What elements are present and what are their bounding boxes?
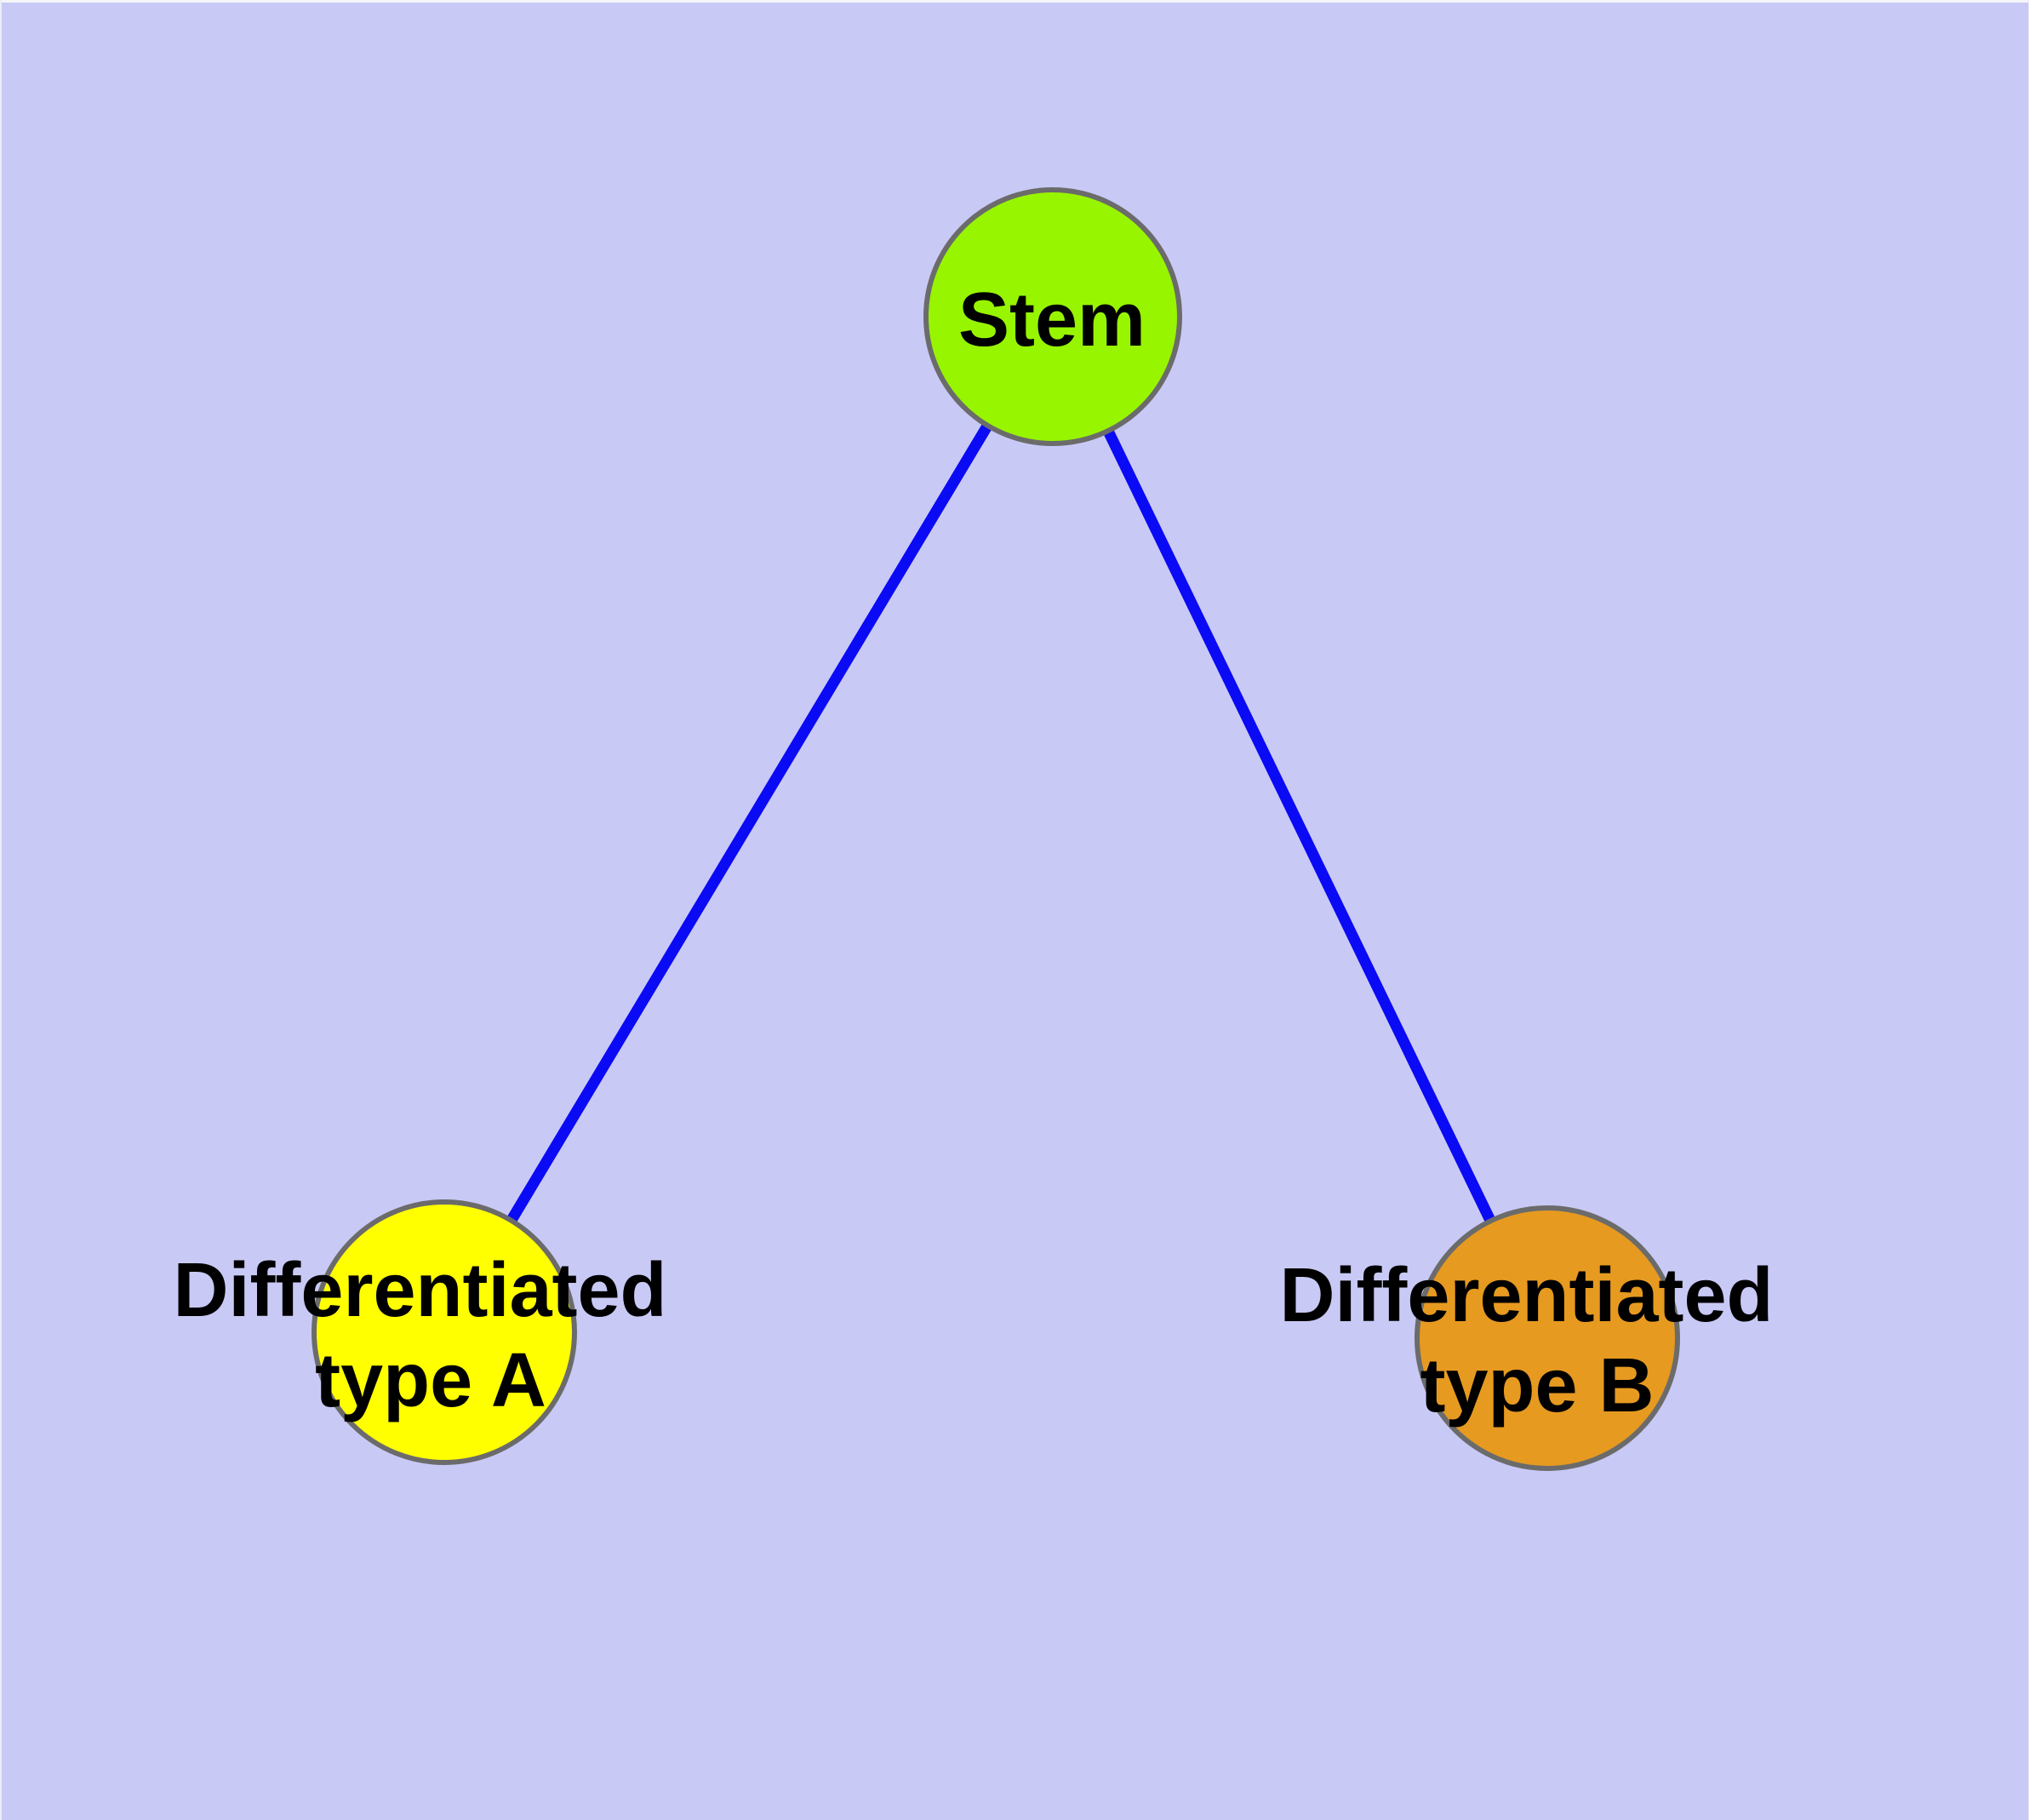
node-differentiated-type-b-circle xyxy=(1415,1205,1680,1471)
node-stem-circle xyxy=(923,187,1182,446)
node-differentiated-type-b-label: Differentiated type B xyxy=(1279,1253,1794,1428)
node-stem-label-line1: Stem xyxy=(958,278,1146,363)
edge-stem-to-type-b xyxy=(1048,314,1552,1341)
node-differentiated-type-b-label-line2: type B xyxy=(1420,1343,1654,1428)
node-differentiated-type-a-label-line1: Differentiated xyxy=(173,1248,666,1333)
node-differentiated-type-a-circle xyxy=(311,1199,577,1465)
node-differentiated-type-a-label: Differentiated type A xyxy=(173,1248,688,1423)
node-stem-label: Stem xyxy=(958,278,1146,363)
edge-stem-to-type-a xyxy=(439,313,1058,1336)
node-differentiated-type-b-label-line1: Differentiated xyxy=(1279,1253,1773,1338)
node-differentiated-type-a-label-line2: type A xyxy=(315,1338,546,1423)
